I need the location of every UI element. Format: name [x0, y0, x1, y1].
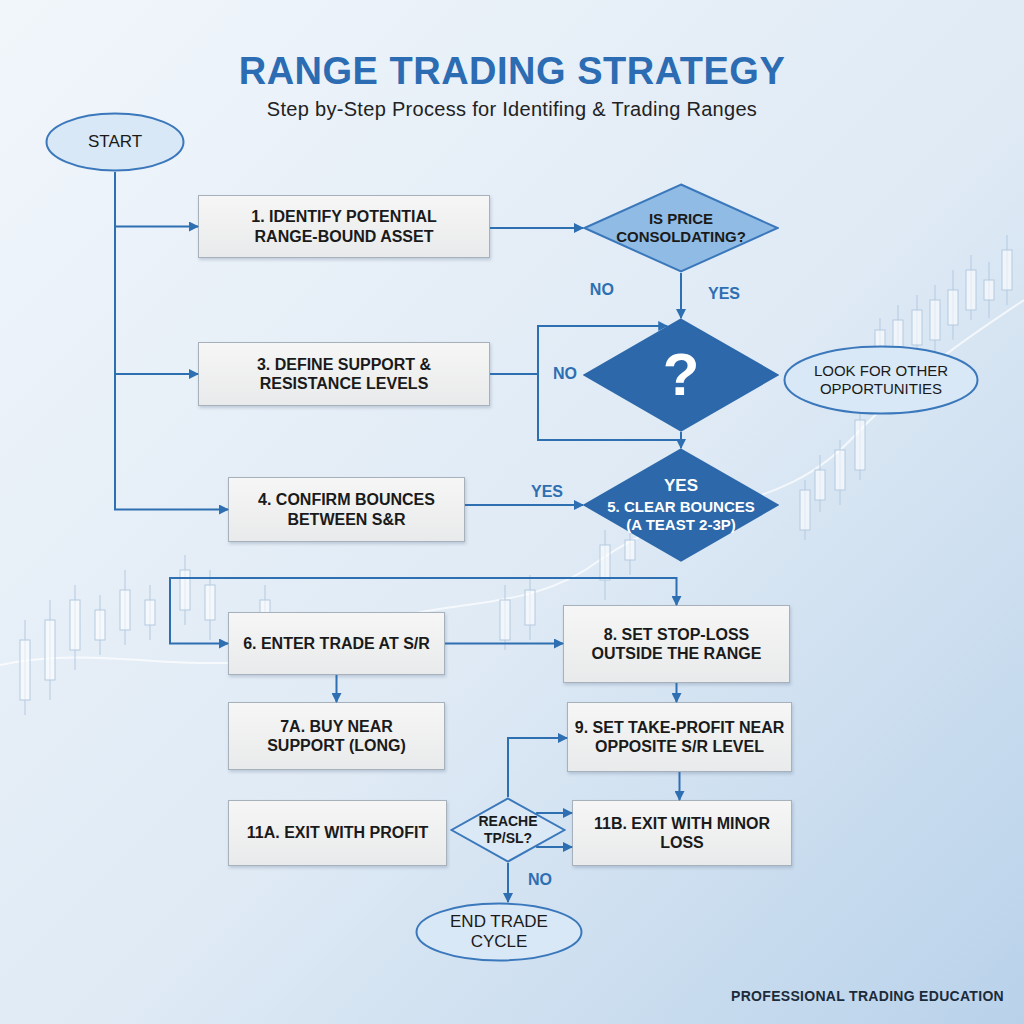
process-box: 9. SET TAKE-PROFIT NEAR OPPOSITE S/R LEV… — [567, 702, 792, 772]
flow-arrow — [507, 863, 509, 902]
candlestick — [815, 455, 825, 512]
candlestick — [20, 620, 30, 715]
flow-arrow — [445, 643, 563, 645]
start-terminal: START — [45, 112, 185, 172]
diamond-shape — [585, 320, 778, 431]
node-text: END TRADE CYCLE — [424, 912, 574, 953]
node-text: 4. CONFIRM BOUNCES BETWEEN S&R — [247, 490, 447, 528]
edge-label: NO — [528, 871, 552, 889]
candlestick — [948, 270, 958, 340]
candlestick — [984, 262, 994, 318]
node-text: 7A. BUY NEAR SUPPORT (LONG) — [242, 717, 432, 755]
node-text: IS PRICE CONSOLDATING? — [616, 210, 746, 246]
candlestick — [835, 440, 845, 505]
node-text: ? — [663, 339, 700, 411]
process-box: 3. DEFINE SUPPORT & RESISTANCE LEVELS — [198, 342, 490, 406]
candlestick — [525, 575, 535, 640]
diamond-shape — [585, 450, 778, 561]
flow-arrow — [536, 812, 572, 814]
flow-arrow — [676, 683, 678, 702]
node-text: LOOK FOR OTHER OPPORTUNITIES — [796, 362, 966, 398]
flow-arrow — [115, 172, 198, 227]
candlestick — [800, 480, 810, 540]
node-text: 6. ENTER TRADE AT S/R — [243, 634, 430, 653]
terminal-ellipse: LOOK FOR OTHER OPPORTUNITIES — [783, 345, 979, 415]
diamond-shape — [585, 185, 778, 272]
process-box: 4. CONFIRM BOUNCES BETWEEN S&R — [228, 477, 465, 542]
process-box: 11B. EXIT WITH MINOR LOSS — [572, 800, 792, 866]
flow-arrow — [680, 432, 682, 448]
process-box: 1. IDENTIFY POTENTIAL RANGE-BOUND ASSET — [198, 195, 490, 258]
edge-label: YES — [531, 483, 563, 501]
node-text: 11A. EXIT WITH PROFIT — [247, 823, 428, 842]
end-terminal: END TRADE CYCLE — [415, 902, 583, 962]
candlestick — [70, 585, 80, 670]
flow-arrow — [490, 227, 583, 229]
process-box: 6. ENTER TRADE AT S/R — [228, 612, 445, 675]
candlestick-group — [20, 235, 1012, 715]
flow-arrow — [679, 772, 681, 800]
decision-diamond: REACHE TP/SL? — [450, 797, 566, 863]
ellipse-shape — [417, 904, 582, 961]
process-box: 7A. BUY NEAR SUPPORT (LONG) — [228, 702, 445, 770]
diamond-shape — [452, 799, 565, 862]
node-text: 8. SET STOP-LOSS OUTSIDE THE RANGE — [574, 625, 779, 663]
flow-arrow — [115, 172, 198, 374]
title: RANGE TRADING STRATEGY — [0, 50, 1024, 93]
flow-arrow — [336, 675, 338, 702]
process-box: 8. SET STOP-LOSS OUTSIDE THE RANGE — [563, 605, 790, 683]
candlestick — [966, 255, 976, 320]
candlestick — [45, 600, 55, 700]
flow-arrow — [680, 273, 682, 318]
decision-diamond: YES5. CLEAR BOUNCES (A TEAST 2-3P) — [583, 448, 779, 562]
process-box: 11A. EXIT WITH PROFIT — [228, 800, 447, 866]
candlestick — [600, 530, 610, 600]
candlestick — [120, 570, 130, 645]
flow-arrow — [536, 846, 572, 848]
footer-note: PROFESSIONAL TRADING EDUCATION — [624, 988, 1004, 1004]
decision-diamond: IS PRICE CONSOLDATING? — [583, 183, 779, 273]
edge-label: YES — [708, 285, 740, 303]
candlestick — [95, 595, 105, 655]
price-curve — [0, 300, 1024, 665]
candlestick — [500, 585, 510, 650]
node-text: START — [88, 132, 142, 152]
candlestick — [145, 585, 155, 640]
node-text: REACHE TP/SL? — [472, 813, 544, 847]
node-text: 1. IDENTIFY POTENTIAL RANGE-BOUND ASSET — [224, 207, 464, 245]
node-text: 9. SET TAKE-PROFIT NEAR OPPOSITE S/R LEV… — [575, 718, 785, 756]
flow-arrow — [465, 504, 583, 506]
candlestick — [180, 555, 190, 625]
node-heading: YES — [664, 476, 698, 496]
ellipse-shape — [785, 347, 978, 414]
candlestick — [930, 285, 940, 355]
branch-label: NO — [587, 281, 617, 299]
node-text: 3. DEFINE SUPPORT & RESISTANCE LEVELS — [224, 355, 464, 393]
node-text: 11B. EXIT WITH MINOR LOSS — [582, 814, 782, 852]
subtitle: Step by-Step Process for Identifing & Tr… — [0, 98, 1024, 121]
decision-diamond: ? — [583, 318, 779, 432]
ellipse-shape — [47, 114, 184, 171]
candlestick — [1002, 235, 1012, 305]
candlestick — [205, 570, 215, 640]
edge-label: NO — [553, 365, 577, 383]
candlestick — [855, 410, 865, 480]
flow-arrow — [508, 738, 567, 797]
node-text: 5. CLEAR BOUNCES (A TEAST 2-3P) — [599, 498, 764, 534]
